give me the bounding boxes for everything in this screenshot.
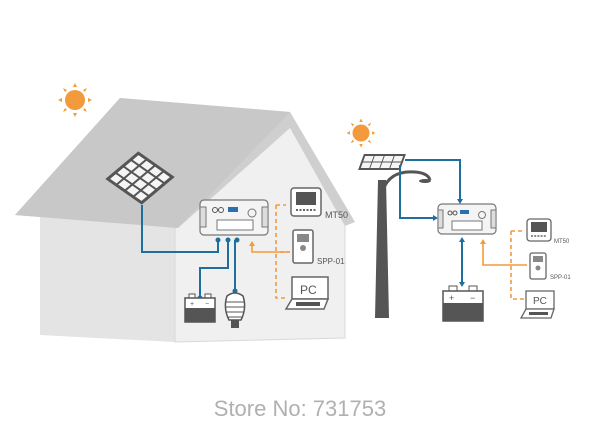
svg-text:+: +: [190, 301, 194, 308]
street-wires: [399, 159, 463, 284]
charge-controller: [199, 199, 269, 236]
pc-laptop-icon: [284, 276, 330, 310]
sun-icon: [58, 83, 92, 117]
battery-icon: +−: [184, 293, 216, 323]
spp01-label: SPP-01: [550, 275, 571, 281]
pc-laptop-icon: [519, 290, 555, 319]
street-light: [358, 154, 432, 318]
spp01-label: SPP-01: [317, 257, 345, 266]
mt50-label: MT50: [554, 239, 570, 245]
battery-icon: +−: [442, 285, 484, 322]
street-data-links: [482, 230, 527, 300]
mt50-label: MT50: [325, 210, 348, 220]
pc-label: PC: [300, 283, 317, 297]
svg-text:−: −: [470, 293, 475, 303]
svg-text:−: −: [205, 301, 209, 308]
pc-label: PC: [533, 296, 547, 307]
mt50-display-icon: [290, 187, 322, 217]
sun-icon: [346, 118, 376, 148]
house-data-links: [251, 204, 290, 299]
spp01-meter-icon: [529, 252, 547, 280]
svg-text:+: +: [449, 293, 454, 303]
solar-panel-icon: [358, 154, 406, 170]
mt50-display-icon: [526, 218, 552, 242]
light-bulb-icon: [224, 292, 246, 328]
solar-panel-icon: [105, 151, 175, 205]
house-wires: [141, 205, 236, 298]
spp01-meter-icon: [292, 229, 314, 264]
charge-controller: [437, 203, 497, 235]
store-number-text: Store No: 731753: [214, 396, 386, 421]
